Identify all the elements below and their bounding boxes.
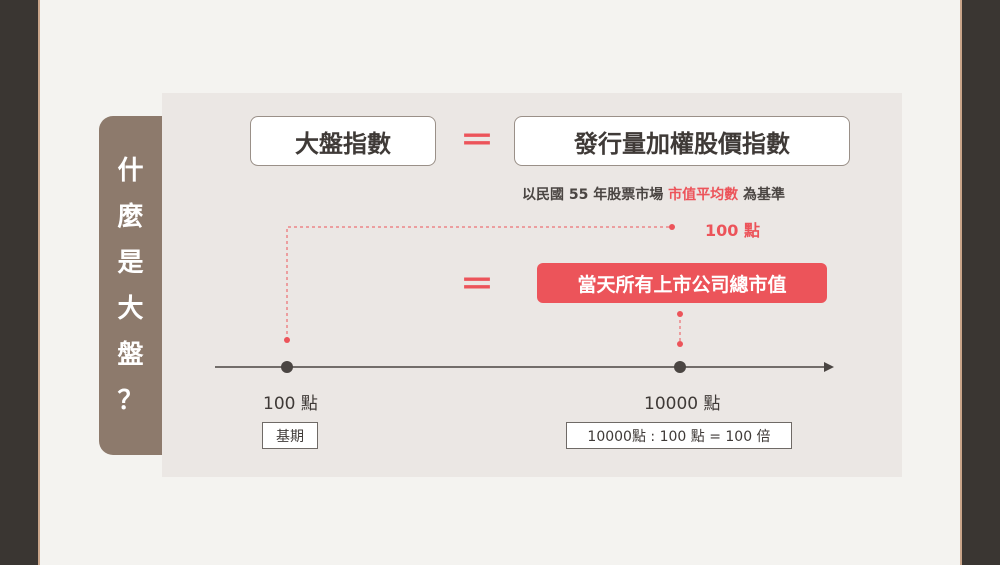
base-note-suffix: 為基準 [742,187,785,203]
ratio-tag: 10000點 : 100 點 = 100 倍 [566,422,792,449]
base-point-marker [281,361,293,373]
index-term-box: 大盤指數 [250,116,436,166]
base-note-highlight: 市值平均數 [668,187,739,203]
second-equals-sign: ＝ [460,265,494,305]
base-axis-label: 100 點 [263,394,318,414]
today-connector-dot [677,341,683,347]
side-title-tab: 什 麼 是 大 盤 ？ [99,116,162,455]
base-connector-dot [284,337,290,343]
axis-arrow-icon [824,362,834,372]
side-title-char: ？ [117,385,144,416]
side-title-char: 大 [117,293,144,324]
base-note-prefix: 以民國 55 年股票市場 [522,187,664,203]
base-period-tag: 基期 [262,422,318,449]
today-point-marker [674,361,686,373]
total-market-value-box: 當天所有上市公司總市值 [537,263,827,303]
today-connector-dot [677,311,683,317]
base-note: 以民國 55 年股票市場 市值平均數 為基準 [522,184,785,204]
side-title-char: 麼 [117,201,144,232]
base-points-value: 100 點 [705,221,760,240]
today-axis-label: 10000 點 [644,394,721,414]
side-title-char: 什 [117,155,144,186]
weighted-index-box: 發行量加權股價指數 [514,116,850,166]
base-connector-line [286,226,672,340]
equals-sign: ＝ [460,121,494,161]
side-title-char: 是 [117,247,144,278]
side-title-char: 盤 [117,339,144,370]
base-connector-dot [669,224,675,230]
